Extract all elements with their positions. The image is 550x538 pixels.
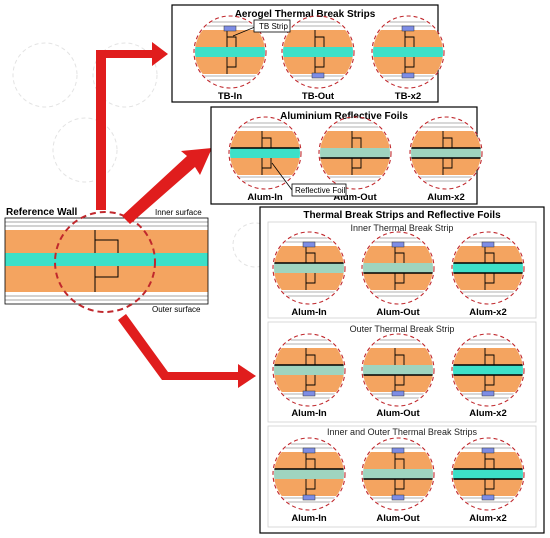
group-both-title: Inner and Outer Thermal Break Strips bbox=[327, 427, 477, 437]
label-alum-in: Alum-In bbox=[247, 192, 283, 203]
label-outer-alum-x2: Alum-x2 bbox=[469, 408, 506, 419]
label-alum-x2: Alum-x2 bbox=[427, 192, 464, 203]
detail-inner-alum-in bbox=[272, 231, 346, 305]
air-cavity-layer bbox=[5, 253, 208, 266]
reference-wall-title: Reference Wall bbox=[6, 207, 78, 218]
detail-both-alum-x2 bbox=[451, 437, 525, 511]
group-both-frame bbox=[267, 425, 537, 528]
detail-both-alum-out bbox=[361, 437, 435, 511]
detail-tb-x2 bbox=[371, 15, 445, 89]
arrow-to-aerogel-panel bbox=[96, 42, 168, 210]
label-inner-alum-out: Alum-Out bbox=[376, 307, 420, 318]
group-outer-title: Outer Thermal Break Strip bbox=[350, 324, 455, 334]
arrow-to-foil-panel bbox=[122, 148, 212, 224]
outer-surface-label: Outer surface bbox=[152, 305, 201, 314]
label-tb-x2: TB-x2 bbox=[395, 91, 421, 102]
detail-both-alum-in bbox=[272, 437, 346, 511]
group-outer-frame bbox=[267, 321, 537, 423]
detail-outer-alum-out bbox=[361, 333, 435, 407]
group-inner-frame bbox=[267, 221, 537, 319]
label-inner-alum-in: Alum-In bbox=[291, 307, 327, 318]
detail-alum-in bbox=[228, 116, 302, 190]
detail-tb-out bbox=[281, 15, 355, 89]
arrows bbox=[96, 42, 256, 388]
label-tb-out: TB-Out bbox=[302, 91, 335, 102]
tb-strip-callout: TB Strip bbox=[232, 19, 291, 37]
detail-alum-out bbox=[318, 116, 392, 190]
label-both-alum-in: Alum-In bbox=[291, 513, 327, 524]
detail-outer-alum-in bbox=[272, 333, 346, 407]
detail-inner-alum-x2 bbox=[451, 231, 525, 305]
label-inner-alum-x2: Alum-x2 bbox=[469, 307, 506, 318]
reflective-foil-callout: Reflective Foil bbox=[271, 162, 347, 197]
label-outer-alum-in: Alum-In bbox=[291, 408, 327, 419]
detail-outer-alum-x2 bbox=[451, 333, 525, 407]
reflective-foil-callout-text: Reflective Foil bbox=[295, 186, 345, 195]
label-outer-alum-out: Alum-Out bbox=[376, 408, 420, 419]
label-both-alum-out: Alum-Out bbox=[376, 513, 420, 524]
combined-panel-title: Thermal Break Strips and Reflective Foil… bbox=[303, 210, 501, 221]
reference-wall: Reference Wall Inner surface Outer surfa… bbox=[4, 207, 209, 314]
label-alum-out: Alum-Out bbox=[333, 192, 377, 203]
foil-panel-title: Aluminium Reflective Foils bbox=[280, 111, 408, 122]
detail-alum-x2 bbox=[409, 116, 483, 190]
label-both-alum-x2: Alum-x2 bbox=[469, 513, 506, 524]
label-tb-in: TB-In bbox=[218, 91, 242, 102]
group-inner-title: Inner Thermal Break Strip bbox=[351, 223, 454, 233]
reference-detail-circle bbox=[54, 211, 156, 313]
arrow-to-combined-panel bbox=[118, 314, 256, 388]
inner-insulation-layer bbox=[5, 230, 208, 253]
aerogel-panel-title: Aerogel Thermal Break Strips bbox=[235, 9, 376, 20]
inner-surface-label: Inner surface bbox=[155, 208, 202, 217]
outer-insulation-layer bbox=[5, 266, 208, 292]
tb-strip-callout-text: TB Strip bbox=[259, 22, 288, 31]
detail-inner-alum-out bbox=[361, 231, 435, 305]
